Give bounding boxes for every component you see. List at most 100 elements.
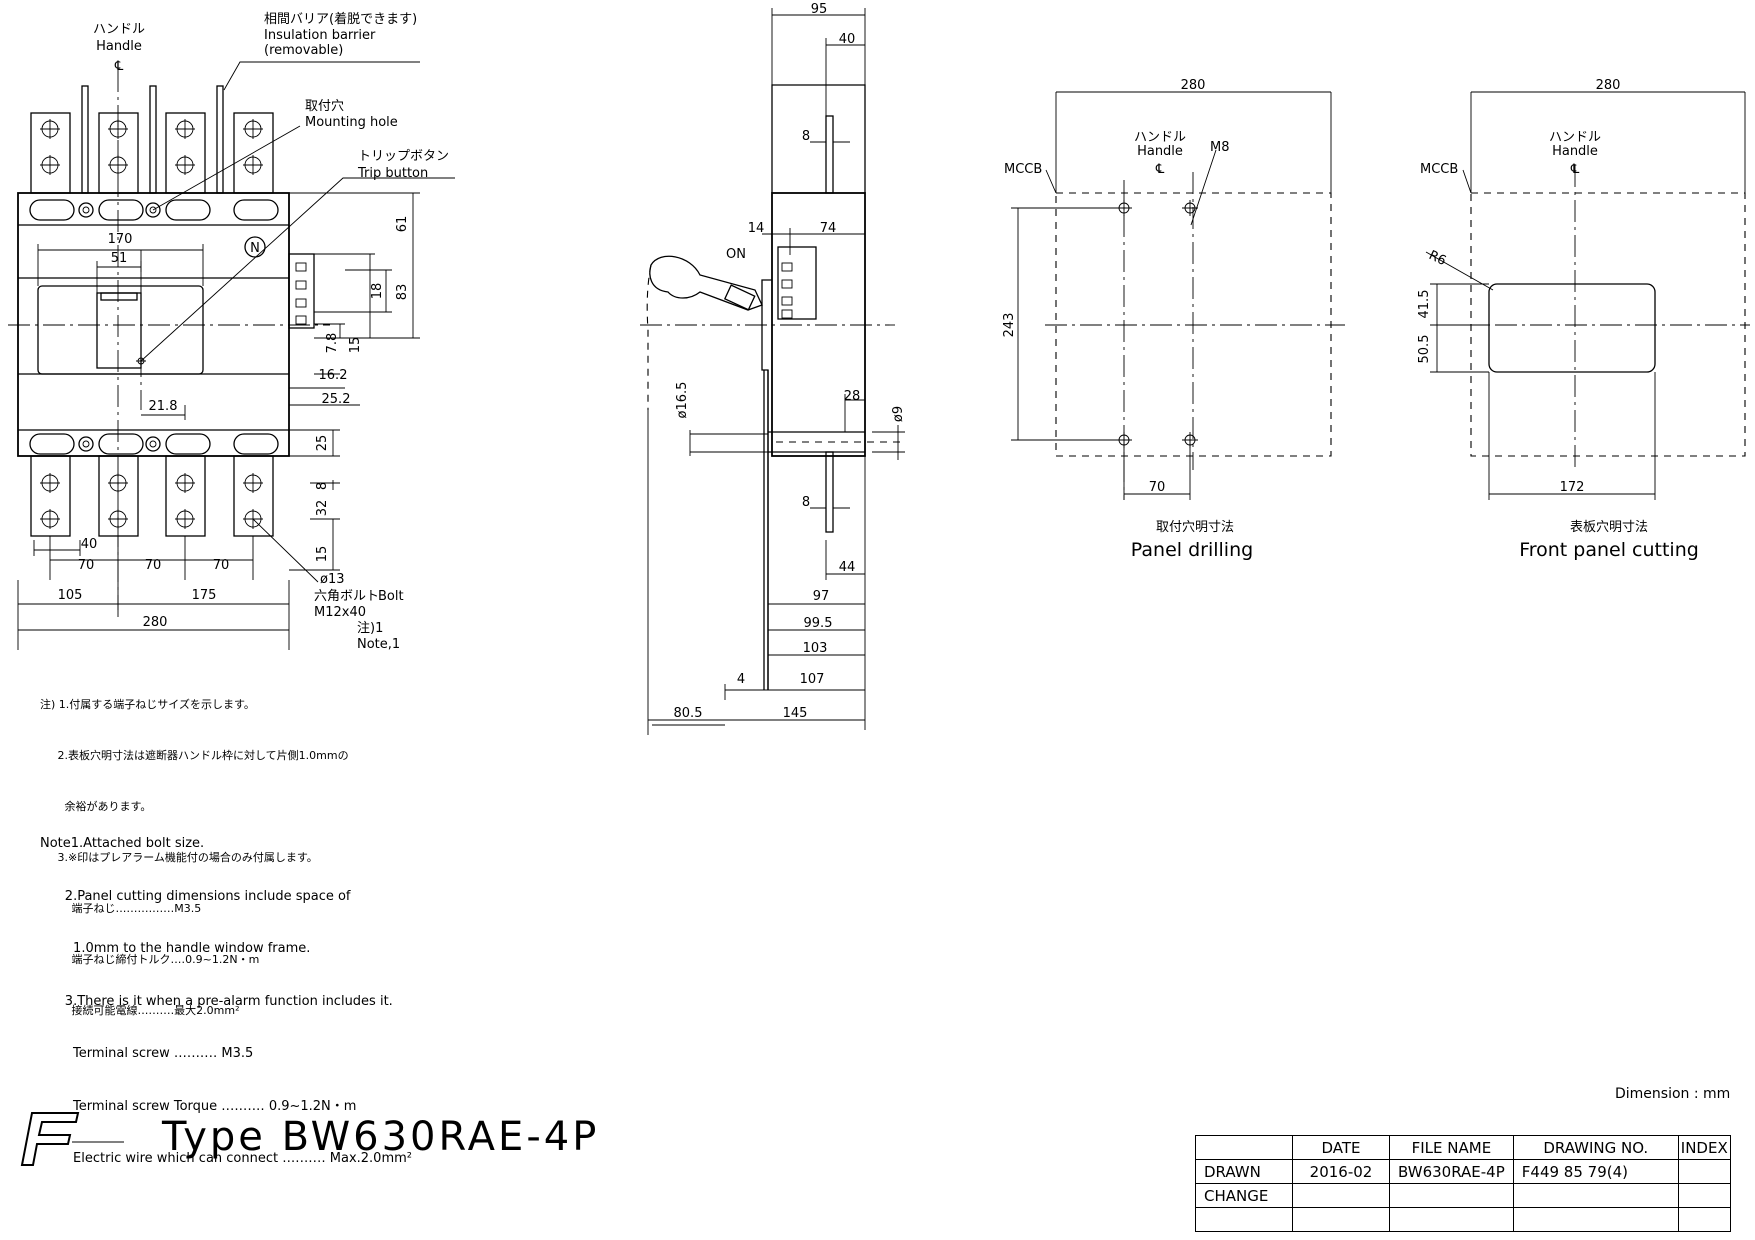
file-name-cell: [1389, 1183, 1514, 1208]
cut-dim-172: 172: [1560, 480, 1585, 495]
dim-32: 32: [315, 500, 330, 517]
dim-105: 105: [58, 588, 83, 603]
note-jp-line: 余裕があります。: [40, 800, 152, 813]
dim-15-lower: 15: [315, 546, 330, 563]
handle-label-en: Handle: [96, 39, 142, 54]
side-dim-145: 145: [783, 706, 808, 721]
side-dim-99-5: 99.5: [804, 616, 833, 631]
dim-175: 175: [192, 588, 217, 603]
side-dim-97: 97: [813, 589, 830, 604]
note-jp-line: 3.※印はプレアラーム機能付の場合のみ付属します。: [40, 851, 318, 864]
index-cell: [1677, 1183, 1731, 1208]
side-dim-9: ø9: [891, 406, 906, 422]
note1-label-en: Note,1: [357, 637, 400, 652]
row-label: CHANGE: [1195, 1183, 1293, 1208]
lower-terminals: [30, 455, 274, 537]
header-cell: FILE NAME: [1389, 1135, 1514, 1160]
note-jp-line: 端子ねじ締付トルク‥‥0.9~1.2N・m: [40, 953, 260, 966]
title-block-row: DRAWN 2016-02 BW630RAE-4P F449 85 79(4): [1195, 1159, 1731, 1184]
dim-7-8: 7.8: [325, 333, 340, 354]
mount-hole-label-jp: 取付穴: [305, 99, 344, 114]
dim-25: 25: [315, 435, 330, 452]
dim-21-8: 21.8: [149, 399, 178, 414]
barrier-label-en-1: Insulation barrier: [264, 28, 376, 43]
notes-english: Note1.Attached bolt size. 2.Panel cuttin…: [40, 800, 412, 1185]
cut-centerline-mark: ℄: [1570, 162, 1580, 177]
dim-18: 18: [370, 283, 385, 300]
title-block-header: DATE FILE NAME DRAWING NO. INDEX: [1195, 1135, 1731, 1160]
note-en-line: Note1.Attached bolt size.: [40, 836, 205, 851]
note-jp-line: 端子ねじ‥‥‥‥‥‥‥‥M3.5: [40, 902, 202, 915]
front-view: N: [8, 11, 455, 652]
dim-8-front: 8: [315, 482, 330, 490]
header-cell: INDEX: [1677, 1135, 1731, 1160]
cut-dim-280: 280: [1596, 78, 1621, 93]
file-name-cell: [1389, 1207, 1514, 1232]
header-cell: DRAWING NO.: [1512, 1135, 1679, 1160]
side-dim-8-upper: 8: [802, 129, 810, 144]
centerline-mark: ℄: [114, 59, 124, 74]
drawing-no-cell: [1512, 1207, 1679, 1232]
bolt-dia-label: ø13: [320, 572, 345, 587]
drill-handle-label-jp: ハンドル: [1134, 130, 1186, 145]
dim-16-2: 16.2: [319, 368, 348, 383]
note-jp-line: 2.表板穴明寸法は遮断器ハンドル枠に対して片側1.0mmの: [40, 749, 349, 762]
row-label: [1195, 1207, 1293, 1232]
dim-40: 40: [81, 537, 98, 552]
side-dim-28: 28: [844, 389, 861, 404]
title-block: DATE FILE NAME DRAWING NO. INDEX DRAWN 2…: [1195, 1135, 1731, 1232]
panel-drilling-view: 280 243 70 MCCB ハンドル Handle ℄ M8 取付穴明寸法 …: [1002, 78, 1345, 561]
drill-dim-70: 70: [1149, 480, 1166, 495]
side-dim-16-5: ø16.5: [675, 382, 690, 419]
neutral-mark: N: [250, 241, 260, 256]
side-dim-4: 4: [737, 672, 745, 687]
side-dim-107: 107: [800, 672, 825, 687]
side-dim-14: 14: [748, 221, 765, 236]
side-dim-103: 103: [803, 641, 828, 656]
row-label: DRAWN: [1195, 1159, 1293, 1184]
drill-handle-label-en: Handle: [1137, 144, 1183, 159]
drill-caption-jp: 取付穴明寸法: [1156, 520, 1234, 535]
title-block-row: [1195, 1207, 1731, 1232]
date-cell: [1292, 1207, 1390, 1232]
drawing-no-cell: [1512, 1183, 1679, 1208]
side-dim-44: 44: [839, 560, 856, 575]
trip-button-label-en: Trip button: [357, 166, 428, 181]
date-cell: 2016-02: [1292, 1159, 1390, 1184]
bottom-slots: [29, 433, 279, 455]
cut-caption-en: Front panel cutting: [1519, 539, 1699, 561]
title-block-row: CHANGE: [1195, 1183, 1731, 1208]
top-slots: [29, 199, 279, 221]
side-dim-80-5: 80.5: [674, 706, 703, 721]
note1-label-jp: 注)1: [357, 621, 383, 636]
dim-170: 170: [108, 232, 133, 247]
side-dim-74: 74: [820, 221, 837, 236]
dimension-unit: Dimension : mm: [1615, 1086, 1731, 1102]
upper-terminals: [30, 85, 274, 194]
cut-mccb-label: MCCB: [1420, 162, 1458, 177]
mount-hole-label-en: Mounting hole: [305, 115, 398, 130]
cut-caption-jp: 表板穴明寸法: [1570, 520, 1648, 535]
drawing-title: Type BW630RAE-4P: [162, 1114, 600, 1160]
fe-logo: [20, 1112, 124, 1166]
dim-51: 51: [111, 251, 128, 266]
drill-m8-label: M8: [1210, 140, 1230, 155]
cut-r6-label: R6: [1426, 248, 1448, 269]
drill-dim-243: 243: [1002, 313, 1017, 338]
side-dim-95: 95: [811, 2, 828, 17]
dim-61: 61: [395, 216, 410, 233]
side-dim-40: 40: [839, 32, 856, 47]
dim-70-a: 70: [78, 558, 95, 573]
cut-handle-label-jp: ハンドル: [1549, 130, 1601, 145]
bolt-size-label: M12x40: [314, 605, 366, 620]
cut-dim-50-5: 50.5: [1417, 335, 1432, 364]
barrier-label-jp: 相間バリア(着脱できます): [264, 11, 417, 27]
dim-70-c: 70: [213, 558, 230, 573]
note-en-line: Terminal screw Torque ‥‥‥‥‥ 0.9~1.2N・m: [40, 1098, 357, 1114]
drill-mccb-label: MCCB: [1004, 162, 1042, 177]
bolt-label-en: Bolt: [378, 589, 404, 604]
cut-dim-41-5: 41.5: [1417, 290, 1432, 319]
side-dim-8-lower: 8: [802, 495, 810, 510]
note-jp-line: 接続可能電線‥‥‥‥‥最大2.0mm²: [40, 1004, 240, 1017]
